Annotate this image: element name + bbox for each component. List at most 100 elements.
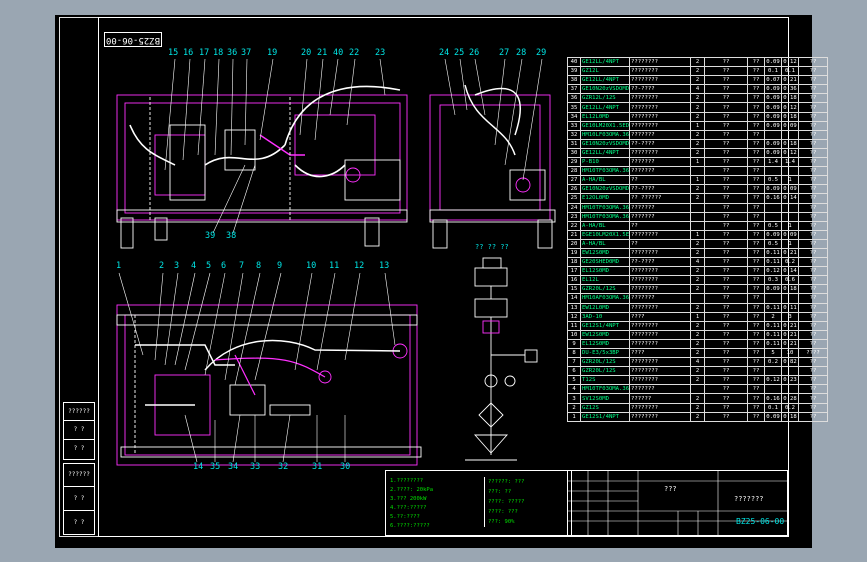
bom-cell: ?? <box>798 247 828 259</box>
bom-cell: 2 <box>690 238 705 249</box>
bom-cell: ?? <box>704 166 748 177</box>
bom-cell: 1 <box>781 175 799 186</box>
bom-cell: 2 <box>690 366 705 377</box>
bom-cell: 7 <box>567 357 581 368</box>
callout-19: 19 <box>267 48 278 58</box>
bom-cell: ?? <box>747 293 765 304</box>
callout-38: 38 <box>226 231 237 241</box>
bom-cell: 0.09 <box>764 102 782 113</box>
bom-cell: 0.09 <box>781 184 799 195</box>
bom-cell <box>764 166 782 177</box>
bom-cell: 2 <box>690 66 705 77</box>
bom-cell: ?? <box>798 384 828 395</box>
bom-cell: EL12L <box>580 275 630 286</box>
bom-cell: 0.09 <box>764 120 782 131</box>
side-box-group-2: ?????? ? ? ? ? <box>63 463 95 535</box>
assembly-drawing <box>116 58 556 466</box>
bom-cell: 1 <box>781 220 799 231</box>
bom-cell: ?? <box>704 384 748 395</box>
bom-cell: 38 <box>567 75 581 86</box>
bom-cell <box>690 384 705 395</box>
bom-cell: ???? <box>629 347 691 359</box>
bom-cell: ?? <box>798 311 828 322</box>
callout-39: 39 <box>205 231 216 241</box>
bom-cell: ?? <box>798 111 828 122</box>
bom-cell: ?? <box>704 193 748 204</box>
callout-3: 3 <box>174 261 180 271</box>
bom-cell <box>764 129 782 140</box>
bom-cell: 0.09 <box>764 93 782 104</box>
bom-cell: ???????? <box>629 66 691 77</box>
bom-cell: 34 <box>567 111 581 122</box>
bom-cell: ?? <box>798 229 828 240</box>
callout-31: 31 <box>312 462 323 472</box>
organization: ??????? <box>734 495 764 503</box>
bom-cell: ?? <box>798 302 828 313</box>
side-box-cell: ? ? <box>64 421 94 440</box>
bom-cell: 2 <box>690 275 705 286</box>
bom-cell: 2 <box>690 375 705 386</box>
bom-cell: GE10LM20X1.5ED <box>580 120 630 131</box>
bom-cell: 0.09 <box>764 84 782 95</box>
bom-cell: 1 <box>781 238 799 249</box>
bom-cell: 2 <box>690 266 705 277</box>
bom-cell: 2 <box>690 402 705 413</box>
bom-cell: ?? <box>704 284 748 295</box>
bom-cell <box>764 384 782 395</box>
bom-cell: ?? <box>704 293 748 304</box>
bom-cell: 31 <box>567 138 581 149</box>
bom-cell: ??????? <box>629 384 691 395</box>
bom-cell: ??????? <box>629 166 691 177</box>
bom-cell: ?? <box>798 184 828 195</box>
callout-22: 22 <box>349 48 360 58</box>
bom-cell: ?? <box>747 220 765 231</box>
bom-cell: ?? <box>798 284 828 295</box>
bom-cell: 0.16 <box>764 193 782 204</box>
callout-28: 28 <box>516 48 527 58</box>
bom-cell: 17 <box>567 266 581 277</box>
tech-note: 6.????:????? <box>390 523 430 529</box>
bom-cell: 3 <box>781 311 799 322</box>
bom-cell: HM10TF03OMA.366-0 <box>580 166 630 177</box>
bom-cell: HM10TF03OMA.366-0 <box>580 211 630 222</box>
bom-cell: ?? <box>704 211 748 222</box>
bom-cell: ?? <box>704 257 748 268</box>
bom-cell: ???????? <box>629 229 691 240</box>
bom-cell: 0.1 <box>764 402 782 413</box>
bom-cell: HM10AF03OMA.366-0 <box>580 293 630 304</box>
bom-cell: ?? <box>704 138 748 149</box>
side-box-cell: ? ? <box>64 487 94 511</box>
bom-cell: 0.09 <box>781 120 799 131</box>
bom-cell: 35 <box>567 102 581 113</box>
bom-cell: 0.11 <box>764 247 782 259</box>
bom-cell: 2 <box>690 347 705 359</box>
bom-cell: SV12S0MD <box>580 393 630 404</box>
bom-cell: ???????? <box>629 302 691 313</box>
bom-cell: ??????? <box>629 129 691 140</box>
bom-cell: 0.1 <box>764 66 782 77</box>
bom-cell: 15 <box>567 284 581 295</box>
bom-cell: 4 <box>690 84 705 95</box>
bom-cell: ??????? <box>629 211 691 222</box>
bom-cell: E12OL0MD <box>580 193 630 204</box>
bom-cell: ?? <box>798 93 828 104</box>
bom-cell: 2 <box>690 93 705 104</box>
bom-cell: ?? <box>798 238 828 249</box>
bom-cell: ???????? <box>629 111 691 122</box>
bom-cell: ?? ?????? <box>629 193 691 204</box>
bom-cell: ?? <box>704 229 748 240</box>
callout-16: 16 <box>183 48 194 58</box>
bom-cell: GE12S1/4NPT <box>580 411 630 422</box>
bom-cell: 24 <box>567 202 581 213</box>
bom-cell: ???????? <box>629 402 691 413</box>
bom-cell: 0.09 <box>764 111 782 122</box>
